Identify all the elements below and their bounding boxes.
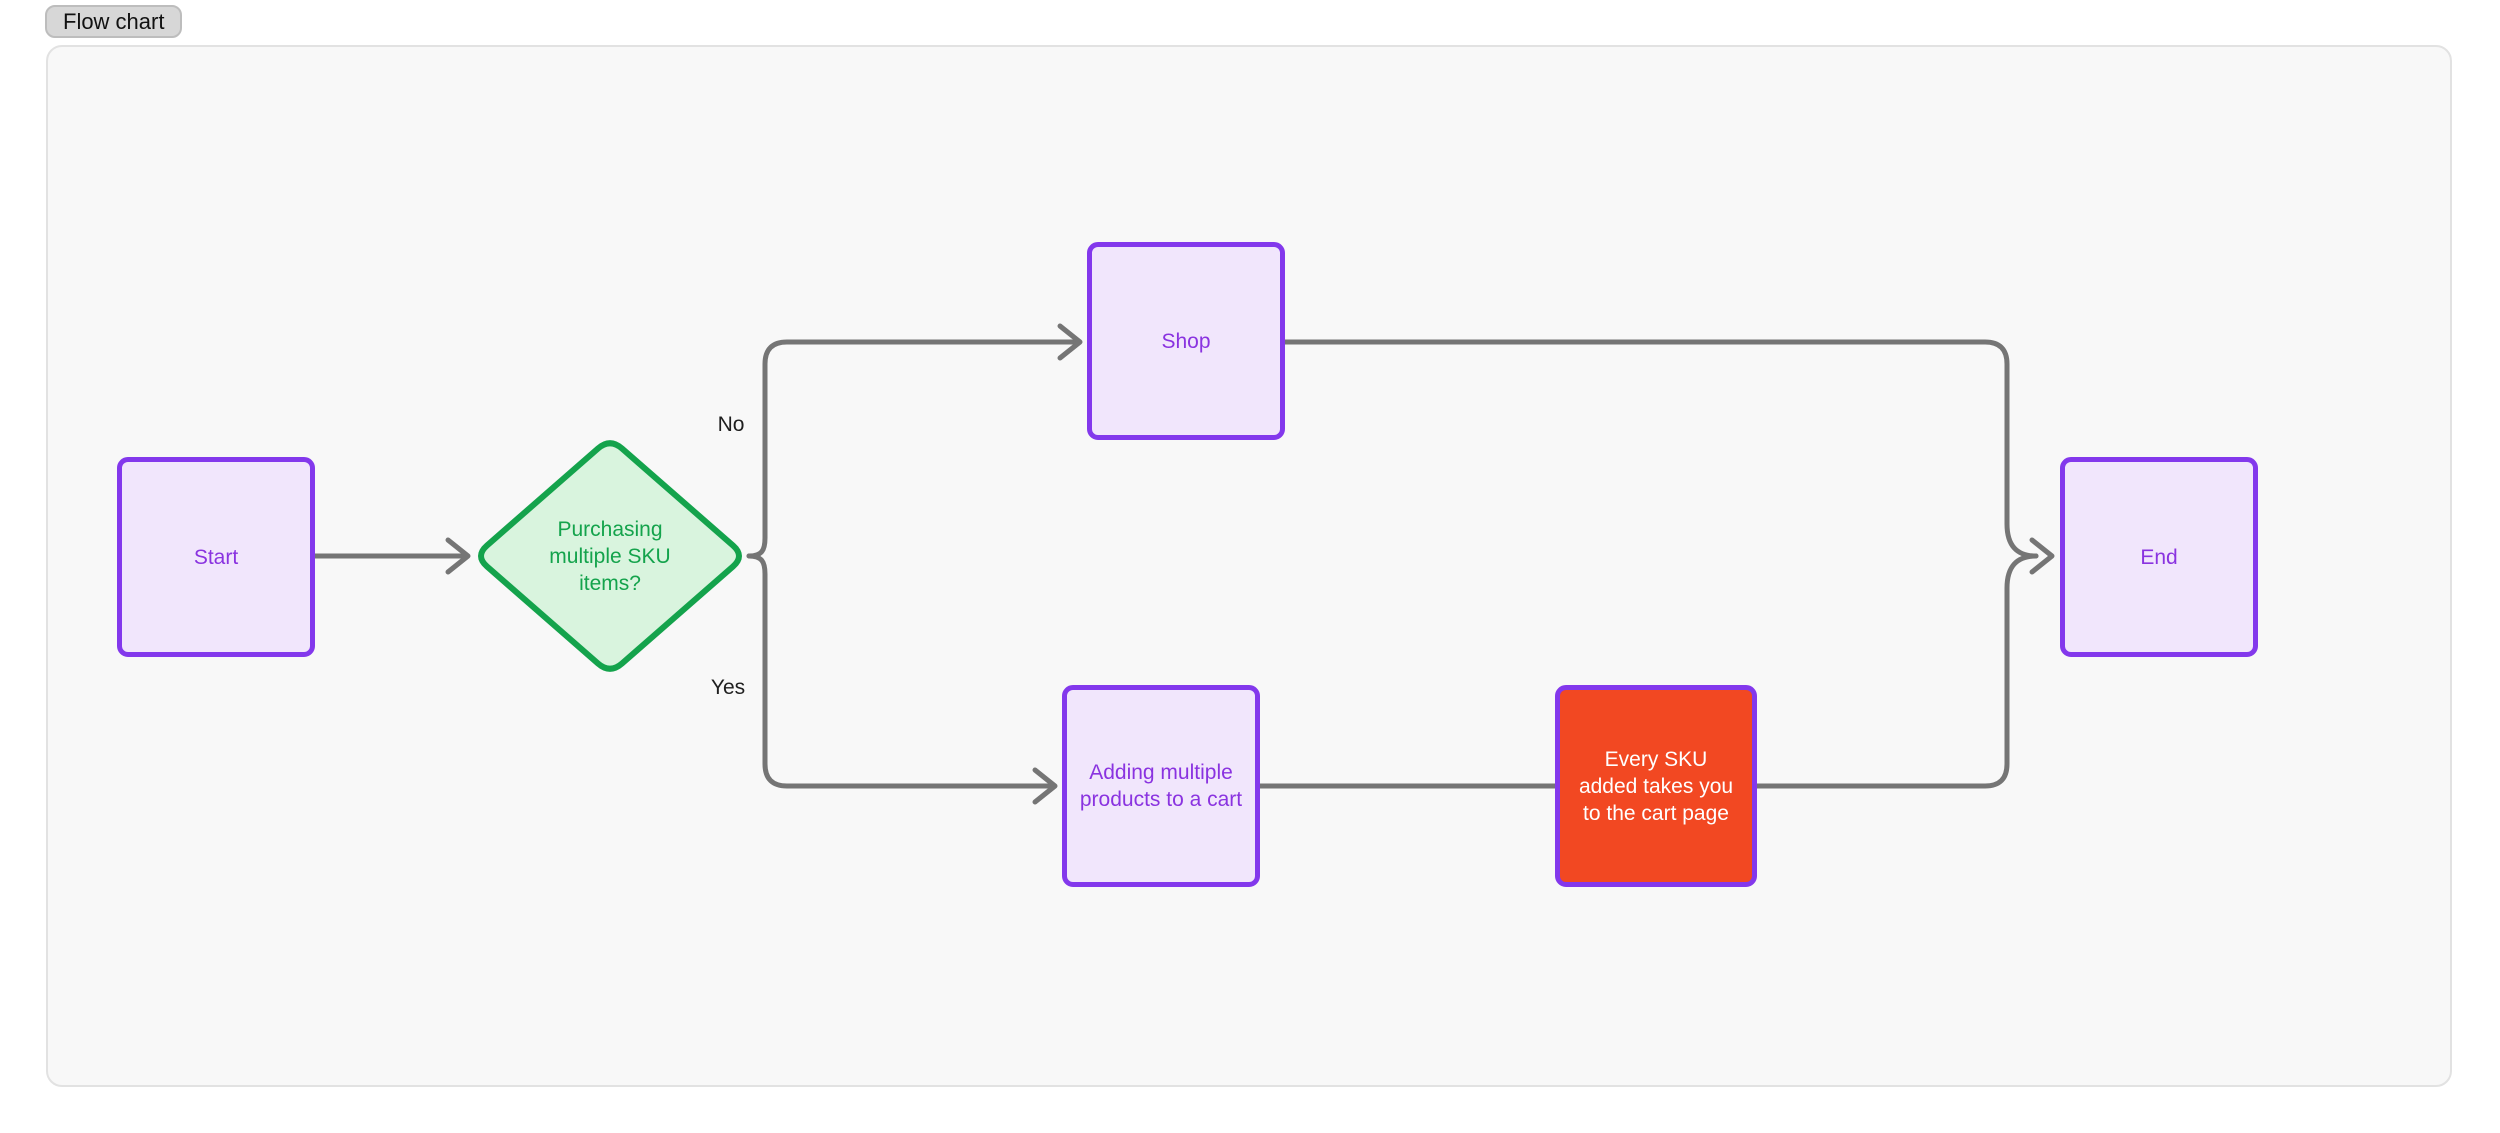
node-shop[interactable]: Shop — [1087, 242, 1285, 440]
node-start-label: Start — [193, 545, 239, 569]
edge-label-yes: Yes — [710, 676, 746, 699]
node-every-sku-label: Every SKU added takes you to the cart pa… — [1578, 747, 1734, 825]
node-every-sku[interactable]: Every SKU added takes you to the cart pa… — [1555, 685, 1757, 887]
node-start[interactable]: Start — [117, 457, 315, 657]
node-decision-label: Purchasing multiple SKU items? — [549, 517, 671, 595]
node-adding-label: Adding multiple products to a cart — [1079, 761, 1243, 811]
node-end-label: End — [2140, 545, 2178, 569]
edge-label-no: No — [717, 413, 745, 436]
node-shop-label: Shop — [1161, 329, 1211, 353]
flowchart-title-label: Flow chart — [63, 8, 165, 34]
flowchart-title-badge[interactable]: Flow chart — [45, 5, 183, 38]
node-adding[interactable]: Adding multiple products to a cart — [1062, 685, 1260, 887]
node-end[interactable]: End — [2060, 457, 2258, 657]
